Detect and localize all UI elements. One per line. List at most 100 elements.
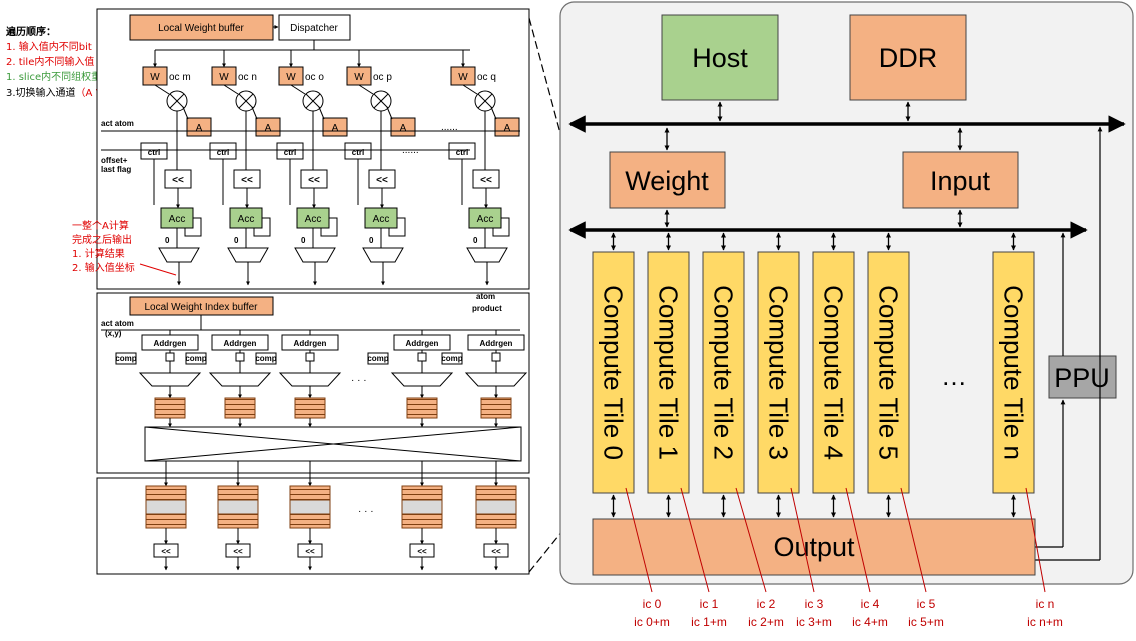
weight-box xyxy=(609,151,726,209)
a-label: A xyxy=(196,123,203,134)
zero-label: 0 xyxy=(369,236,374,245)
output-column: << xyxy=(145,461,187,571)
ic-label-m: ic 0+m xyxy=(634,615,670,629)
w-label: W xyxy=(219,72,229,83)
act-atom-xy-label-2: (x,y) xyxy=(105,329,122,338)
compute-tile-box xyxy=(992,251,1035,494)
shift-label: << xyxy=(480,175,492,186)
buffer-top xyxy=(475,485,517,501)
buffer-mid xyxy=(145,499,187,515)
ic-leader-line xyxy=(625,487,653,593)
ic-leader-line xyxy=(680,487,710,593)
addrgen-label: Addrgen xyxy=(154,339,187,348)
acc-label: Acc xyxy=(169,214,186,225)
out-shift-label: << xyxy=(417,547,427,556)
select-mux xyxy=(278,372,342,387)
ic-leader-line xyxy=(900,487,927,593)
annotation-pointer xyxy=(139,263,177,276)
compute-tile-label: Compute Tile 4 xyxy=(819,285,849,460)
ic-leader-line xyxy=(845,487,871,593)
bottom-ellipsis: · · · xyxy=(358,506,374,517)
w-to-mult xyxy=(223,84,239,95)
small-reg xyxy=(235,352,245,362)
acc-label: Acc xyxy=(305,214,322,225)
ddr-label: DDR xyxy=(879,43,938,73)
ic-label-m: ic 1+m xyxy=(691,615,727,629)
compute-tile-6: Compute Tile n xyxy=(992,232,1035,518)
buffer-bottom xyxy=(217,513,259,529)
w-to-mult xyxy=(462,84,478,95)
ic-label-m: ic 4+m xyxy=(852,615,888,629)
ctrl-label: ctrl xyxy=(456,148,468,157)
buffer-bottom xyxy=(475,513,517,529)
shift-label: << xyxy=(308,175,320,186)
comp-box xyxy=(367,352,389,365)
local-weight-buffer-label: Local Weight buffer xyxy=(158,23,244,34)
a-dots: ...... xyxy=(441,122,458,133)
ic-label-m: ic 2+m xyxy=(748,615,784,629)
compute-tile-0: Compute Tile 0 xyxy=(592,232,635,518)
out-shift-label: << xyxy=(233,547,243,556)
small-reg xyxy=(417,352,427,362)
act-atom-xy-label-1: act atom xyxy=(101,319,134,328)
buffer-top xyxy=(401,485,443,501)
ppu-label: PPU xyxy=(1054,363,1110,393)
compute-tile-label: Compute Tile 0 xyxy=(599,285,629,460)
ddr-box xyxy=(849,14,967,101)
comp-label: comp xyxy=(255,354,276,363)
comp-label: comp xyxy=(367,354,388,363)
weight-label: Weight xyxy=(625,166,709,196)
ic-label: ic 3 xyxy=(805,597,824,611)
w-to-mult xyxy=(358,84,374,95)
w-label: W xyxy=(150,72,160,83)
comp-label: comp xyxy=(185,354,206,363)
output-mux xyxy=(227,247,269,263)
traversal-item-2: 2. tile内不同输入值 xyxy=(6,55,94,68)
ic-leader-line xyxy=(735,487,767,593)
shift-label: << xyxy=(172,175,184,186)
ic-label-m: ic 5+m xyxy=(908,615,944,629)
traversal-title: 遍历顺序： xyxy=(5,25,56,38)
output-columns: << << << << << xyxy=(145,461,517,571)
zero-label: 0 xyxy=(301,236,306,245)
compute-tile-label: Compute Tile 5 xyxy=(874,285,904,460)
compute-tile-box xyxy=(757,251,800,494)
compute-tile-label: Compute Tile 3 xyxy=(764,285,794,460)
shift-label: << xyxy=(376,175,388,186)
output-column: << xyxy=(289,461,331,571)
oc-label: oc o xyxy=(305,72,324,83)
output-mux xyxy=(294,247,336,263)
compute-tile-5: Compute Tile 5 xyxy=(867,232,910,518)
oc-label: oc m xyxy=(169,72,191,83)
line-buffer xyxy=(294,397,326,419)
ic-leader-line xyxy=(790,487,815,593)
ic-label-group: ic 5ic 5+m xyxy=(900,487,944,629)
out-shift-label: << xyxy=(305,547,315,556)
line-buffer xyxy=(406,397,438,419)
ctrl-label: ctrl xyxy=(284,148,296,157)
atom-product-label-2: product xyxy=(472,304,502,313)
annotation-line-2: 完成之后输出 xyxy=(72,233,132,246)
ic-label: ic 2 xyxy=(757,597,776,611)
line-buffer xyxy=(224,397,256,419)
traversal-item-4: 3.切换输入通道 xyxy=(6,86,76,99)
compute-tile-3: Compute Tile 3 xyxy=(757,232,800,518)
comp-box xyxy=(115,352,137,365)
zero-label: 0 xyxy=(165,236,170,245)
multiplier-x2 xyxy=(477,93,493,109)
shift-label: << xyxy=(241,175,253,186)
output-mux xyxy=(466,247,508,263)
small-reg xyxy=(165,352,175,362)
multiplier-x2 xyxy=(373,93,389,109)
addrgen-column: Addrgen comp xyxy=(115,330,202,428)
output-column: << xyxy=(475,461,517,571)
ic-label-m: ic 3+m xyxy=(796,615,832,629)
addrgen-label: Addrgen xyxy=(480,339,513,348)
input-label: Input xyxy=(930,166,991,196)
comp-label: comp xyxy=(115,354,136,363)
